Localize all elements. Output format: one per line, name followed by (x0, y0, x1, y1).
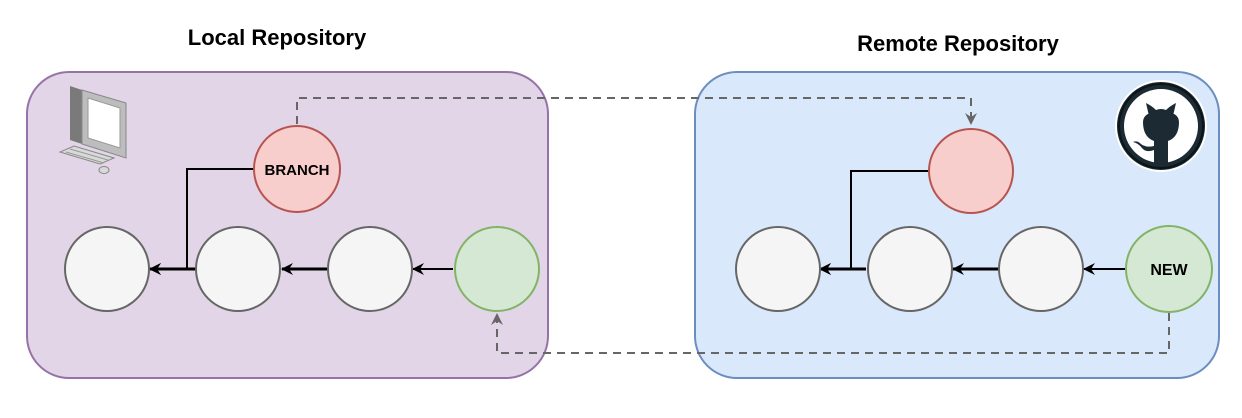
pull-new-dashed-connector (491, 313, 1170, 354)
local-repository-panel (26, 71, 549, 379)
local-branch-node (253, 125, 341, 213)
github-octocat-icon (1115, 80, 1207, 172)
remote-new-commit (1125, 225, 1213, 313)
local-commit-3 (327, 226, 413, 312)
remote-repository-panel (694, 71, 1220, 379)
local-repository-title: Local Repository (188, 25, 367, 50)
desktop-computer-icon (58, 86, 127, 174)
remote-commit-2 (867, 226, 953, 312)
branch-label: BRANCH (265, 162, 330, 179)
local-new-commit (454, 226, 540, 312)
remote-repository-title: Remote Repository (857, 31, 1059, 56)
remote-commit-1 (735, 226, 821, 312)
remote-branch-node (928, 128, 1014, 214)
new-label: NEW (1150, 262, 1188, 279)
local-commit-1 (64, 226, 150, 312)
local-commit-2 (195, 226, 281, 312)
remote-commit-3 (998, 226, 1084, 312)
